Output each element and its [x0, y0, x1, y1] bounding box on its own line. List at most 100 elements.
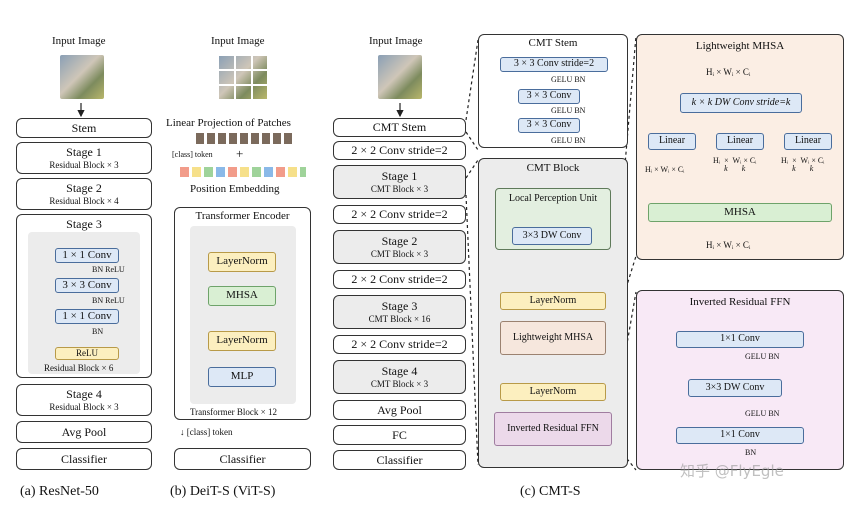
lmhsa-linear-v: Linear	[784, 133, 832, 150]
cmt-stem-gelu-bn-2: GELU BN	[551, 106, 586, 115]
irffn-bn: BN	[745, 448, 757, 457]
lmhsa-k-dim: Hᵢ × Wᵢ × Cᵢ k k	[713, 156, 757, 174]
cmt-input-image	[378, 55, 422, 99]
deit-class-token-label: [class] token	[172, 150, 213, 159]
cmt-block-irffn: Inverted Residual FFN	[494, 412, 612, 446]
lmhsa-output-dim: Hᵢ × Wᵢ × Cᵢ	[706, 240, 751, 250]
cmt-avgpool: Avg Pool	[333, 400, 466, 420]
lmhsa-k-dim-c: Wᵢ	[732, 156, 742, 165]
deit-class-token-out: ↓ [class] token	[180, 427, 232, 437]
resnet-caption: (a) ResNet-50	[20, 484, 99, 499]
deit-class-token-out-label: [class] token	[186, 427, 233, 437]
cmt-stage3: Stage 3 CMT Block × 16	[333, 295, 466, 329]
cmt-stem: CMT Stem	[333, 118, 466, 137]
cmt-stem-gelu-bn-1: GELU BN	[551, 75, 586, 84]
lmhsa-k-dim-b: k	[724, 164, 728, 174]
deit-encoder-title: Transformer Encoder	[195, 210, 290, 222]
deit-patch-grid	[219, 55, 267, 99]
cmt-lpu-title: Local Perception Unit	[508, 193, 598, 204]
cmt-stage2-label: Stage 2	[381, 233, 418, 248]
deit-position-embedding: Position Embedding	[190, 183, 280, 195]
resnet-conv3: 3 × 3 Conv	[55, 278, 119, 293]
lmhsa-k-dim-a: Hᵢ	[713, 156, 721, 165]
deit-plus: +	[236, 146, 244, 161]
deit-patch-tokens	[196, 133, 292, 144]
cmt-stem-conv-2: 3 × 3 Conv	[518, 118, 580, 133]
resnet-stage2-label: Stage 2	[66, 180, 102, 195]
resnet-avgpool: Avg Pool	[16, 421, 152, 443]
resnet-bn-relu-1: BN ReLU	[92, 265, 125, 274]
irffn-gelu-bn-1: GELU BN	[745, 352, 780, 361]
cmt-block-layernorm-2: LayerNorm	[500, 383, 606, 401]
lmhsa-k-dim-d: k	[741, 164, 746, 174]
lmhsa-v-dim: Hᵢ × Wᵢ × Cᵢ k k	[781, 156, 825, 174]
cmt-downsample-3: 2 × 2 Conv stride=2	[333, 270, 466, 289]
cmt-stem-detail-title: CMT Stem	[528, 37, 578, 49]
resnet-bn: BN	[92, 327, 104, 336]
cmt-stage2: Stage 2 CMT Block × 3	[333, 230, 466, 264]
cmt-stage1: Stage 1 CMT Block × 3	[333, 165, 466, 199]
cmt-stage4-label: Stage 4	[381, 363, 418, 378]
deit-classifier: Classifier	[174, 448, 311, 470]
lmhsa-v-dim-b: k	[792, 164, 796, 174]
deit-layernorm-1: LayerNorm	[208, 252, 276, 272]
cmt-downsample-4: 2 × 2 Conv stride=2	[333, 335, 466, 354]
lmhsa-mhsa: MHSA	[648, 203, 832, 222]
cmt-classifier: Classifier	[333, 450, 466, 470]
cmt-stem-conv-1: 3 × 3 Conv	[518, 89, 580, 104]
lmhsa-v-dim-a: Hᵢ	[781, 156, 789, 165]
irffn-conv1b: 1×1 Conv	[676, 427, 804, 444]
lmhsa-k-dim-e: × Cᵢ	[743, 156, 757, 165]
irffn-detail-title: Inverted Residual FFN	[689, 296, 791, 308]
cmt-block-layernorm-1: LayerNorm	[500, 292, 606, 310]
cmt-downsample-1: 2 × 2 Conv stride=2	[333, 141, 466, 160]
watermark: 知乎 @FlyEgle	[680, 462, 784, 480]
resnet-conv1: 1 × 1 Conv	[55, 248, 119, 263]
resnet-stage3-label: Stage 3	[66, 217, 102, 231]
resnet-stem: Stem	[16, 118, 152, 138]
irffn-dwconv: 3×3 DW Conv	[688, 379, 782, 397]
cmt-caption: (c) CMT-S	[520, 484, 581, 499]
irffn-gelu-bn-2: GELU BN	[745, 409, 780, 418]
cmt-stage4-sub: CMT Block × 3	[370, 378, 429, 389]
resnet-conv1b: 1 × 1 Conv	[55, 309, 119, 324]
lmhsa-v-dim-d: k	[809, 164, 814, 174]
deit-layernorm-2: LayerNorm	[208, 331, 276, 351]
lmhsa-input-dim: Hᵢ × Wᵢ × Cᵢ	[706, 67, 751, 77]
resnet-stage4-label: Stage 4	[66, 386, 102, 401]
cmt-stage3-sub: CMT Block × 16	[368, 313, 431, 324]
deit-mlp: MLP	[208, 367, 276, 387]
resnet-stage4-sub: Residual Block × 3	[49, 401, 119, 412]
resnet-stage4: Stage 4 Residual Block × 3	[16, 384, 152, 416]
cmt-stage3-label: Stage 3	[381, 298, 418, 313]
resnet-stage1-sub: Residual Block × 3	[49, 159, 119, 170]
cmt-downsample-2: 2 × 2 Conv stride=2	[333, 205, 466, 224]
cmt-block-lmhsa: Lightweight MHSA	[500, 321, 606, 355]
deit-input-label: Input Image	[211, 35, 265, 47]
resnet-bn-relu-2: BN ReLU	[92, 296, 125, 305]
resnet-stage1-label: Stage 1	[66, 144, 102, 159]
resnet-stage1: Stage 1 Residual Block × 3	[16, 142, 152, 174]
cmt-fc: FC	[333, 425, 466, 445]
deit-position-tokens	[180, 167, 306, 177]
resnet-stage2-sub: Residual Block × 4	[49, 195, 119, 206]
cmt-stage2-sub: CMT Block × 3	[370, 248, 429, 259]
cmt-block-detail-title: CMT Block	[526, 162, 580, 174]
lmhsa-q-dim: Hᵢ × Wᵢ × Cᵢ	[645, 165, 685, 174]
cmt-stage1-sub: CMT Block × 3	[370, 183, 429, 194]
resnet-classifier: Classifier	[16, 448, 152, 470]
deit-linear-projection: Linear Projection of Patches	[166, 117, 291, 129]
cmt-stage1-label: Stage 1	[381, 168, 418, 183]
cmt-stage4: Stage 4 CMT Block × 3	[333, 360, 466, 394]
deit-caption: (b) DeiT-S (ViT-S)	[170, 484, 276, 499]
deit-block-count: Transformer Block × 12	[190, 407, 277, 417]
lmhsa-v-dim-c: Wᵢ	[800, 156, 810, 165]
resnet-relu: ReLU	[55, 347, 119, 360]
irffn-conv1: 1×1 Conv	[676, 331, 804, 348]
resnet-input-image	[60, 55, 104, 99]
cmt-stem-conv-stride: 3 × 3 Conv stride=2	[500, 57, 608, 72]
down-arrow-icon: ↓	[180, 427, 185, 437]
lmhsa-linear-k: Linear	[716, 133, 764, 150]
resnet-input-label: Input Image	[52, 35, 106, 47]
lmhsa-detail-title: Lightweight MHSA	[695, 40, 785, 52]
